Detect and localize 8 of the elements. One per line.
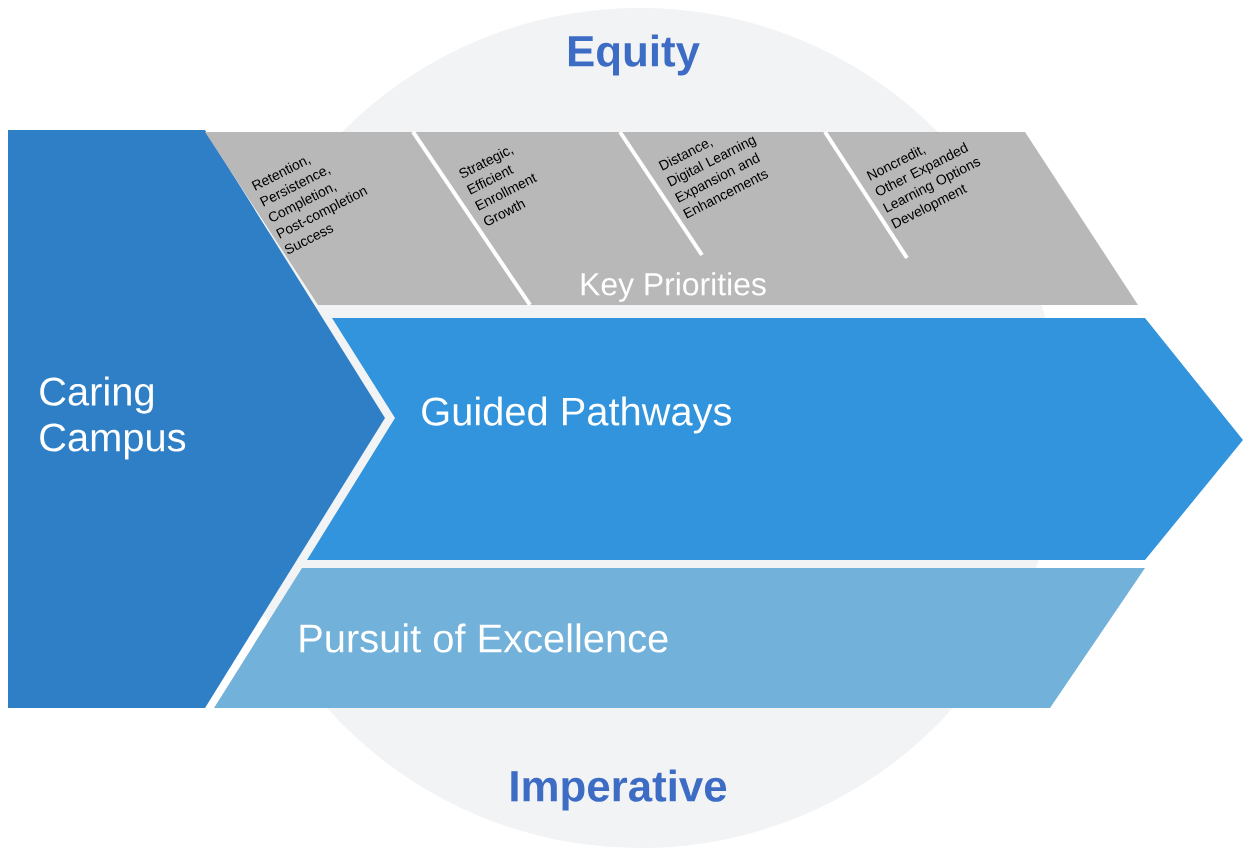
shape-label: Caring Campus (40, 376, 186, 460)
heading: Equity (568, 34, 700, 76)
shape-label: Guided Pathways (422, 396, 732, 434)
arrow-shape (307, 318, 1243, 560)
priority-band (205, 132, 1138, 305)
shape-label: Pursuit of Excellence (300, 623, 668, 653)
heading: Imperative (511, 769, 727, 811)
shape-label: Key Priorities (581, 272, 766, 302)
